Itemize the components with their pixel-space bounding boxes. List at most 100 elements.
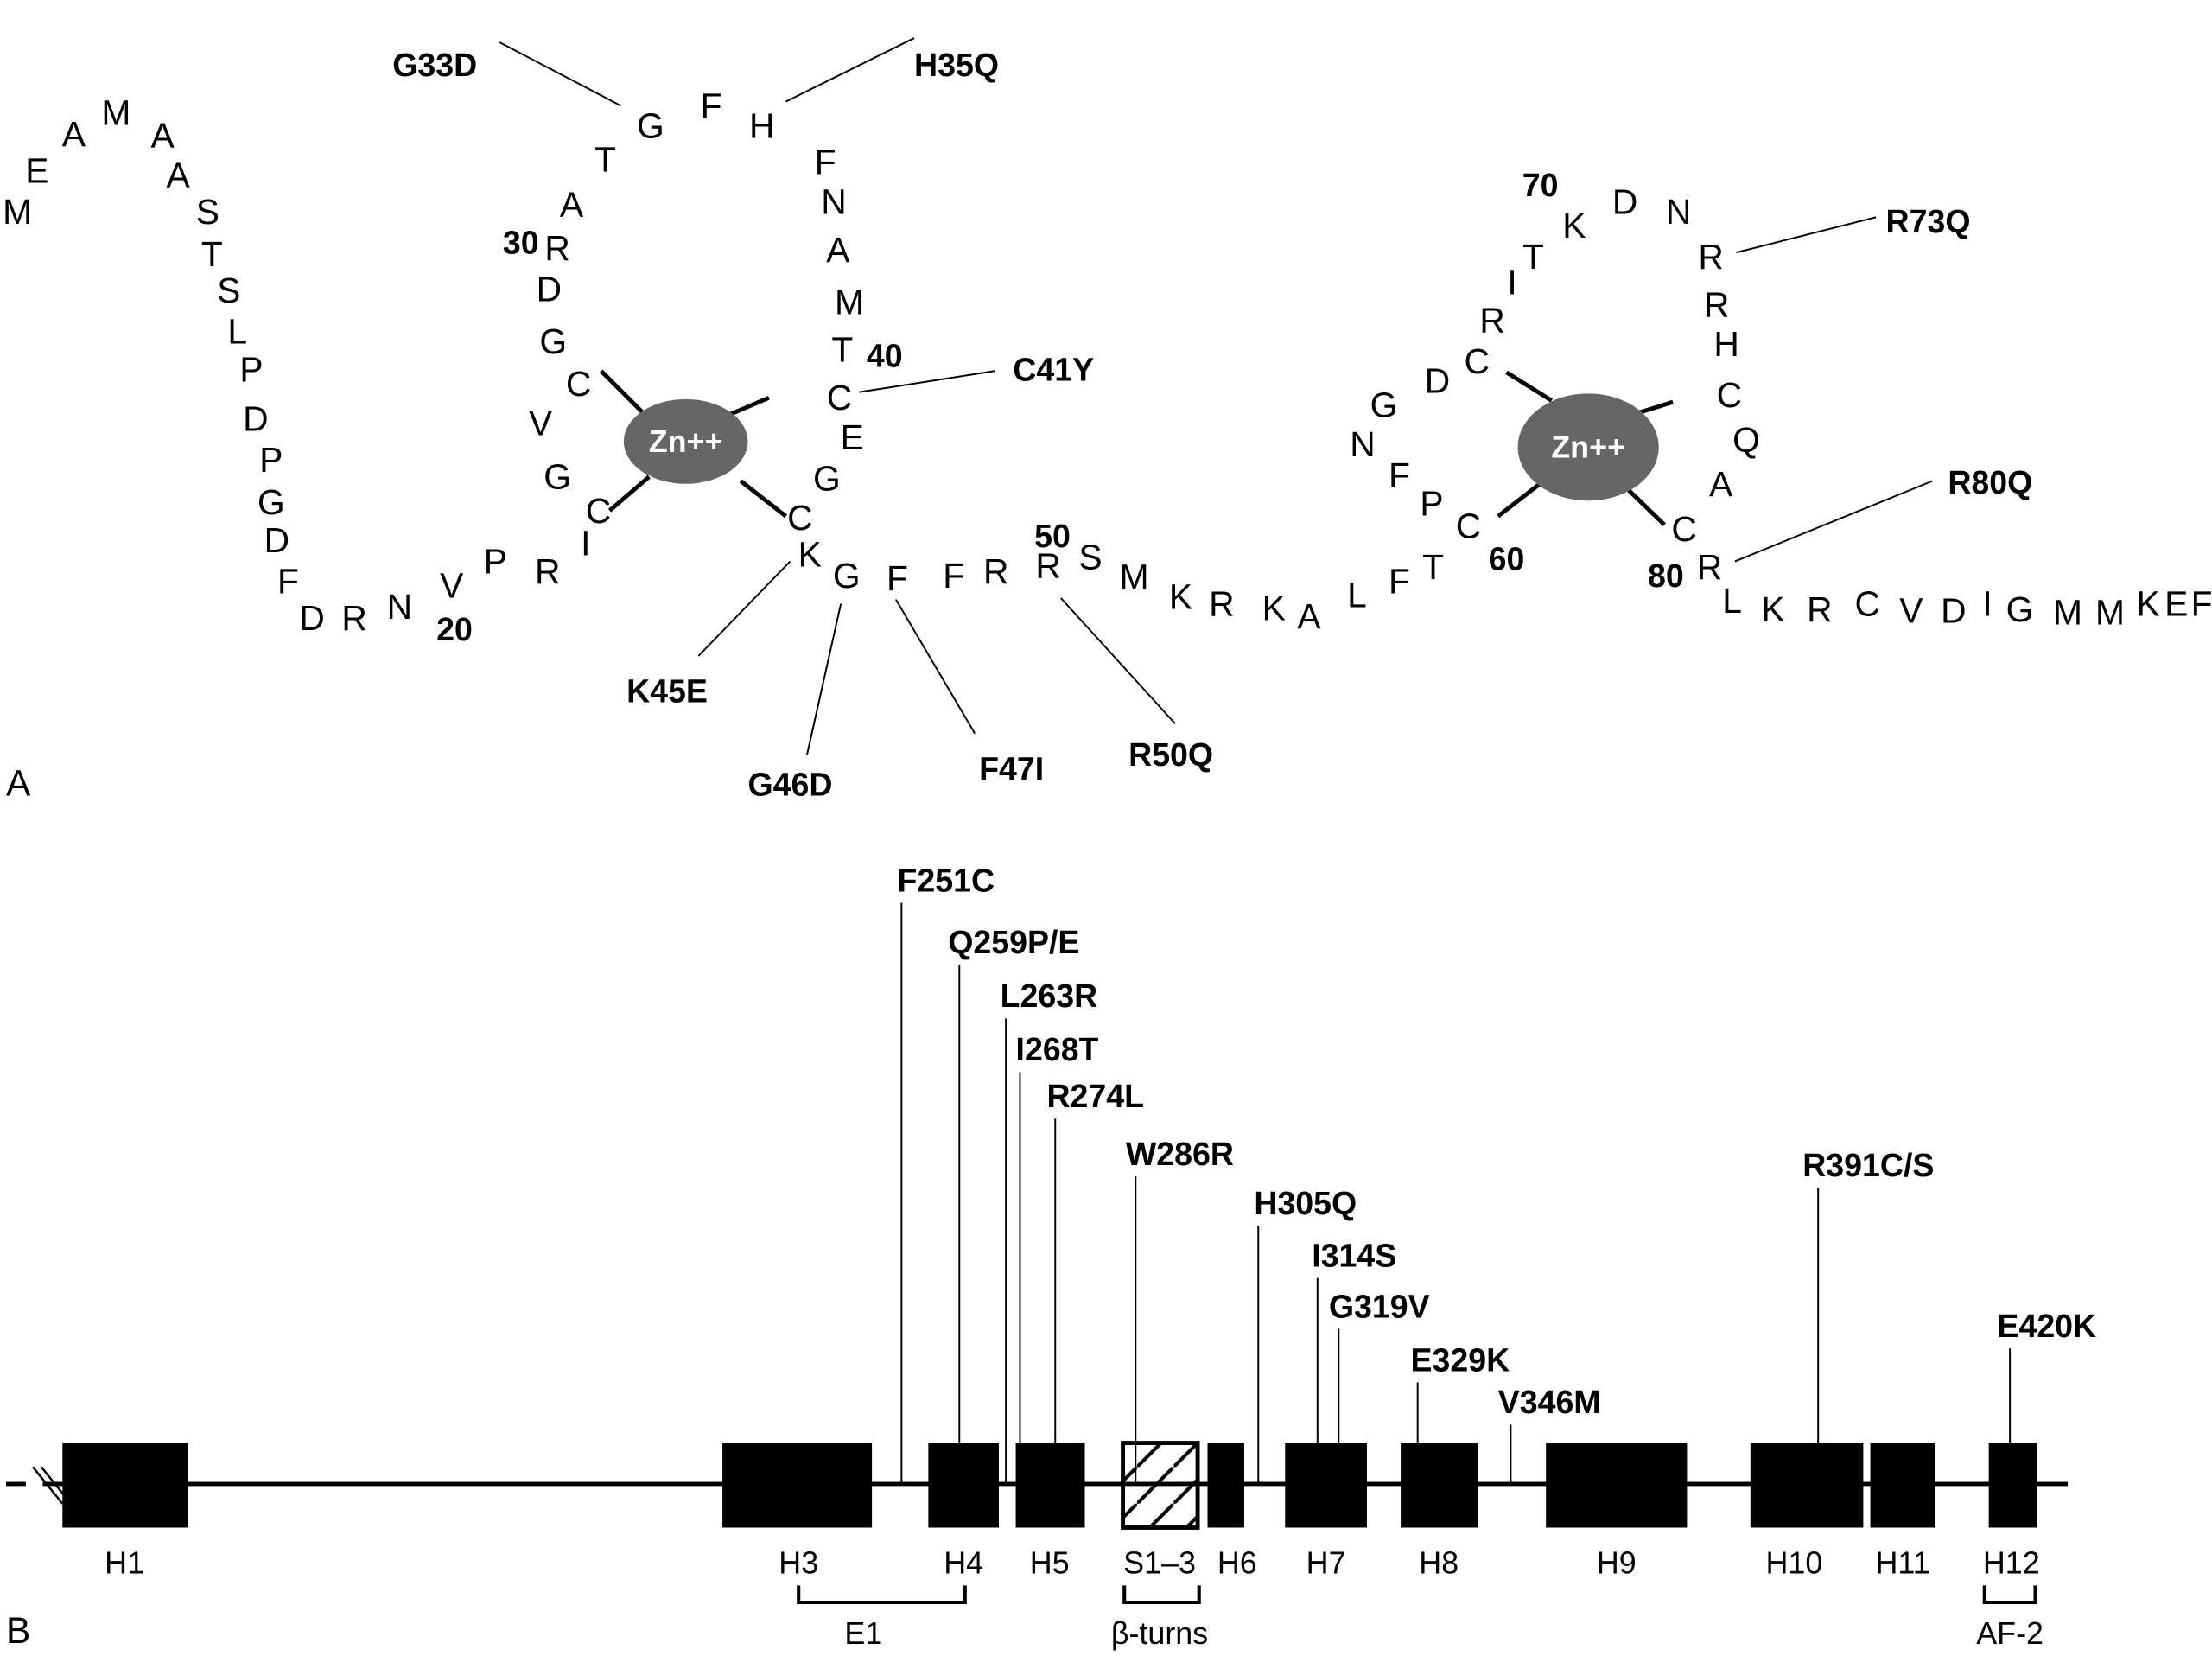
residue-22: R bbox=[535, 551, 560, 591]
zinc-coordination-bond bbox=[739, 479, 788, 519]
residue-9: S bbox=[217, 271, 240, 310]
residue-7: S bbox=[196, 192, 219, 232]
bracket-2 bbox=[1122, 1585, 1201, 1605]
residue-27: C bbox=[566, 364, 591, 404]
residue-6: A bbox=[167, 155, 191, 194]
residue-26: V bbox=[529, 404, 553, 443]
mutation-label-r274l: R274L bbox=[1046, 1078, 1144, 1114]
residue-85: V bbox=[1899, 591, 1923, 631]
residue-58: F bbox=[1389, 561, 1410, 601]
residue-79: C bbox=[1671, 509, 1696, 549]
residue-4: M bbox=[101, 93, 130, 133]
domain-label: S1–3 bbox=[1123, 1545, 1196, 1580]
bracket-1 bbox=[797, 1585, 967, 1605]
residue-64: G bbox=[1370, 385, 1398, 424]
mutation-leader-line bbox=[1734, 480, 1933, 563]
residue-37: N bbox=[821, 182, 846, 221]
mutation-leader-line bbox=[785, 37, 915, 103]
residue-19: N bbox=[387, 587, 412, 627]
domain-box-h8 bbox=[1401, 1443, 1478, 1528]
domain-label: H12 bbox=[1983, 1545, 2040, 1580]
residue-13: P bbox=[259, 440, 283, 480]
residue-92: E bbox=[2164, 584, 2188, 624]
domain-label: H9 bbox=[1597, 1545, 1637, 1580]
domain-label: H8 bbox=[1419, 1545, 1459, 1580]
residue-11: P bbox=[239, 350, 263, 390]
residue-81: L bbox=[1722, 581, 1742, 621]
residue-66: C bbox=[1464, 341, 1489, 381]
mutation-label-g46d: G46D bbox=[747, 766, 832, 802]
bracket-label: E1 bbox=[844, 1616, 882, 1651]
residue-80: R bbox=[1697, 547, 1722, 587]
position-number-20: 20 bbox=[436, 611, 473, 647]
residue-53: K bbox=[1169, 576, 1192, 616]
residue-60: C bbox=[1456, 506, 1481, 546]
residue-46: G bbox=[833, 556, 861, 596]
residue-30: R bbox=[544, 228, 569, 268]
residue-93: F bbox=[2191, 584, 2212, 624]
domain-box-h5 bbox=[1015, 1443, 1085, 1528]
mutation-label-r391c-s: R391C/S bbox=[1802, 1147, 1934, 1183]
domain-box-h3 bbox=[722, 1443, 873, 1528]
position-number-40: 40 bbox=[867, 337, 903, 373]
mutation-label-w286r: W286R bbox=[1126, 1136, 1234, 1172]
panel-a-label: A bbox=[6, 762, 31, 803]
residue-52: M bbox=[1120, 557, 1149, 596]
mutation-leader-line bbox=[859, 370, 995, 393]
residue-18: R bbox=[341, 598, 366, 638]
residue-15: D bbox=[264, 520, 289, 560]
mutation-label-f251c: F251C bbox=[897, 862, 995, 898]
panel-b-label: B bbox=[6, 1610, 30, 1651]
residue-49: R bbox=[983, 551, 1008, 591]
mutation-label-e420k: E420K bbox=[1997, 1308, 2096, 1344]
domain-box-h10 bbox=[1750, 1443, 1864, 1528]
residue-45: K bbox=[798, 534, 822, 574]
zinc-ion-2 bbox=[1517, 393, 1659, 501]
residue-3: A bbox=[62, 114, 86, 154]
residue-23: I bbox=[581, 523, 590, 563]
residue-47: F bbox=[887, 558, 908, 598]
zinc-label: Zn++ bbox=[1551, 430, 1625, 464]
domain-box-h6 bbox=[1207, 1443, 1244, 1528]
residue-70: K bbox=[1562, 206, 1586, 245]
residue-51: S bbox=[1078, 538, 1102, 577]
residue-25: G bbox=[543, 457, 571, 497]
residue-65: D bbox=[1425, 361, 1450, 401]
mutation-label-g33d: G33D bbox=[392, 47, 477, 83]
residue-62: F bbox=[1389, 455, 1410, 495]
residue-48: F bbox=[943, 556, 964, 596]
residue-17: D bbox=[299, 598, 324, 638]
residue-90: M bbox=[2095, 592, 2125, 632]
residue-56: A bbox=[1297, 596, 1321, 636]
domain-box-h12 bbox=[1988, 1443, 2037, 1528]
residue-29: D bbox=[537, 270, 562, 309]
mutation-label-k45e: K45E bbox=[626, 673, 708, 710]
mutation-label-v346m: V346M bbox=[1498, 1384, 1601, 1420]
residue-72: N bbox=[1666, 192, 1691, 232]
bracket-label: β-turns bbox=[1111, 1616, 1208, 1651]
domain-label: H3 bbox=[779, 1545, 818, 1580]
residue-59: T bbox=[1422, 547, 1444, 587]
residue-35: H bbox=[749, 105, 774, 145]
residue-77: Q bbox=[1732, 420, 1760, 460]
residue-5: A bbox=[151, 116, 175, 156]
domain-label: H1 bbox=[105, 1545, 144, 1580]
mutation-label-i314s: I314S bbox=[1312, 1238, 1396, 1274]
residue-8: T bbox=[201, 234, 223, 274]
mutation-label-g319v: G319V bbox=[1329, 1288, 1430, 1324]
zinc-coordination-bond bbox=[1505, 370, 1554, 403]
domain-label: H10 bbox=[1766, 1545, 1823, 1580]
residue-21: P bbox=[484, 542, 507, 582]
residue-32: T bbox=[594, 139, 616, 179]
zinc-coordination-bond bbox=[1497, 481, 1543, 519]
mutation-label-r80q: R80Q bbox=[1948, 464, 2032, 500]
mutation-leader-line bbox=[697, 560, 791, 657]
residue-71: D bbox=[1612, 182, 1637, 221]
residue-14: G bbox=[257, 482, 285, 522]
mutation-leader-line bbox=[1736, 216, 1877, 254]
residue-24: C bbox=[586, 491, 611, 531]
residue-36: F bbox=[815, 143, 836, 182]
domain-label: H4 bbox=[944, 1545, 983, 1580]
zinc-coordination-bond bbox=[1623, 485, 1666, 526]
